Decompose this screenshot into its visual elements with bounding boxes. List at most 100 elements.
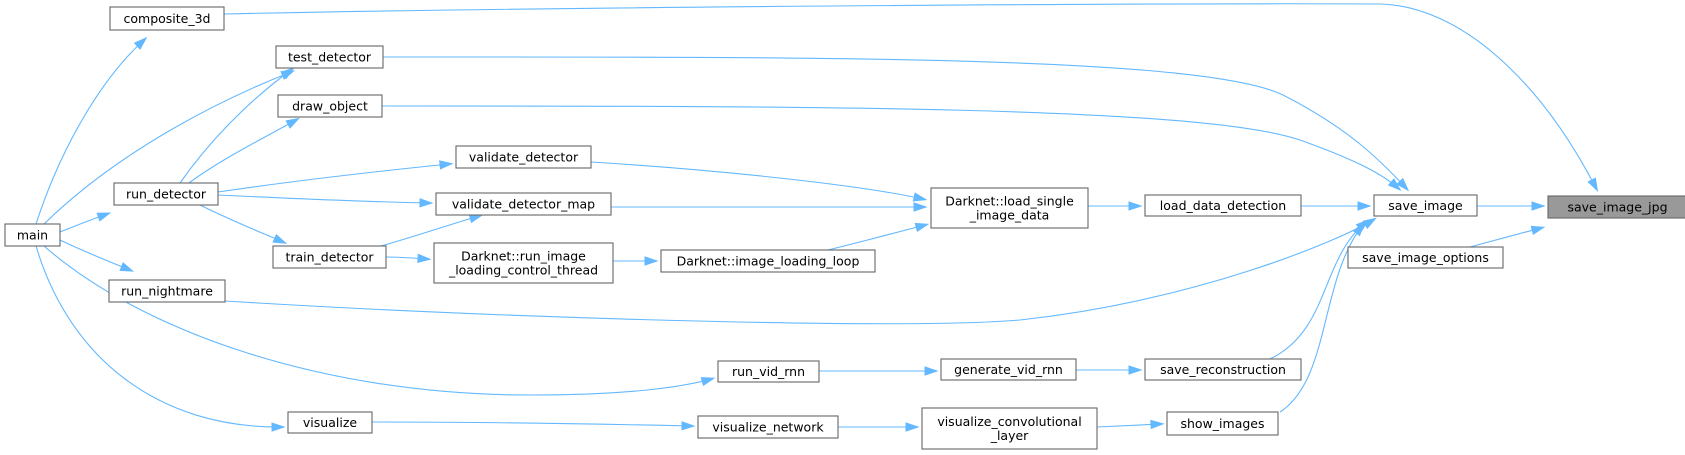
edge-main-to-composite_3d: [35, 36, 148, 225]
node-save-image-jpg[interactable]: save_image_jpg: [1547, 195, 1685, 219]
edge-visualize_convolutional_layer-to-show_images: [1096, 419, 1165, 430]
node-train-detector[interactable]: train_detector: [272, 245, 387, 269]
arrowhead-icon: [119, 262, 135, 272]
node-save-image[interactable]: save_image: [1373, 194, 1478, 217]
node-visualize-convolutional-layer[interactable]: visualize_convolutional_layer: [921, 407, 1098, 450]
node-label: run_nightmare: [121, 284, 213, 299]
arrowhead-icon: [700, 377, 716, 387]
edge-line: [223, 3, 1597, 189]
edge-main-to-run_nightmare: [59, 239, 135, 272]
arrowhead-icon: [468, 214, 484, 224]
edge-line: [224, 219, 1374, 325]
node-box: [921, 407, 1098, 450]
arrowhead-icon: [1387, 178, 1402, 192]
edge-run_detector-to-validate_detector: [217, 160, 454, 193]
arrowhead-icon: [272, 233, 288, 244]
edge-draw_object-to-save_image: [381, 105, 1402, 192]
node-label: visualize_convolutional: [937, 414, 1081, 429]
node-run-nightmare[interactable]: run_nightmare: [108, 279, 226, 303]
node-label: save_reconstruction: [1160, 362, 1286, 377]
node-test-detector[interactable]: test_detector: [275, 45, 384, 69]
node-label: save_image_options: [1362, 250, 1489, 265]
node-box: [433, 242, 614, 284]
arrowhead-icon: [924, 366, 939, 376]
node-run-detector[interactable]: run_detector: [113, 182, 219, 206]
node-box: [1547, 195, 1685, 219]
edge-visualize-to-visualize_network: [371, 421, 696, 431]
node-box: [940, 358, 1077, 381]
arrowhead-icon: [1128, 201, 1143, 211]
node-label: _loading_control_thread: [448, 263, 598, 278]
node-composite-3d[interactable]: composite_3d: [109, 6, 225, 31]
node-label: load_data_detection: [1160, 198, 1286, 213]
node-box: [108, 279, 226, 303]
node-box: [287, 411, 373, 434]
node-box: [455, 145, 592, 169]
node-box: [1144, 358, 1302, 381]
edge-load_single_image_data-to-load_data_detection: [1088, 201, 1143, 211]
node-load-single-image-data[interactable]: Darknet::load_single_image_data: [930, 187, 1089, 229]
edge-line: [43, 71, 292, 225]
edge-run_detector-to-draw_object: [188, 117, 301, 184]
edge-generate_vid_rnn-to-save_reconstruction: [1075, 365, 1143, 375]
arrowhead-icon: [644, 256, 659, 266]
node-box: [1166, 411, 1279, 436]
edge-run_vid_rnn-to-generate_vid_rnn: [818, 366, 939, 376]
node-label: draw_object: [292, 99, 368, 114]
node-box: [930, 187, 1089, 229]
node-image-loading-loop[interactable]: Darknet::image_loading_loop: [660, 249, 876, 273]
edge-save_reconstruction-to-save_image: [1269, 219, 1370, 360]
node-validate-detector-map[interactable]: validate_detector_map: [435, 192, 612, 216]
node-visualize-network[interactable]: visualize_network: [697, 415, 839, 439]
edge-save_image-to-save_image_jpg: [1477, 201, 1546, 211]
edge-line: [382, 56, 1407, 189]
edge-line: [1469, 227, 1542, 248]
edge-visualize_network-to-visualize_convolutional_layer: [838, 422, 920, 432]
edge-train_detector-to-validate_detector_map: [380, 214, 484, 247]
node-validate-detector[interactable]: validate_detector: [455, 145, 592, 169]
node-draw-object[interactable]: draw_object: [277, 94, 383, 118]
arrowhead-icon: [285, 117, 301, 129]
node-box: [660, 249, 876, 273]
node-label: train_detector: [285, 250, 374, 265]
node-box: [272, 245, 387, 269]
edge-line: [179, 69, 292, 184]
node-load-data-detection[interactable]: load_data_detection: [1144, 194, 1302, 217]
node-run-vid-rnn[interactable]: run_vid_rnn: [717, 360, 820, 383]
node-generate-vid-rnn[interactable]: generate_vid_rnn: [940, 358, 1077, 381]
arrowhead-icon: [419, 198, 434, 208]
edge-main-to-run_detector: [59, 212, 112, 233]
node-label: Darknet::load_single: [945, 194, 1074, 209]
node-save-image-options[interactable]: save_image_options: [1347, 246, 1504, 269]
edges-layer: [35, 3, 1599, 432]
node-visualize[interactable]: visualize: [287, 411, 373, 434]
arrowhead-icon: [681, 421, 696, 431]
arrowhead-icon: [1531, 201, 1546, 211]
edge-line: [43, 245, 712, 396]
node-label: composite_3d: [124, 11, 211, 26]
edge-main-to-run_vid_rnn: [43, 245, 716, 396]
node-run-image-loading-control-thread[interactable]: Darknet::run_image_loading_control_threa…: [433, 242, 614, 284]
arrowhead-icon: [439, 160, 454, 170]
edge-validate_detector-to-load_single_image_data: [590, 161, 928, 202]
edge-run_detector-to-test_detector: [179, 67, 295, 184]
node-label: validate_detector_map: [452, 197, 595, 212]
arrowhead-icon: [417, 253, 432, 264]
node-label: test_detector: [288, 50, 372, 65]
edge-line: [188, 119, 297, 184]
arrowhead-icon: [133, 36, 148, 50]
node-save-reconstruction[interactable]: save_reconstruction: [1144, 358, 1302, 381]
node-label: save_image_jpg: [1567, 200, 1667, 215]
edge-line: [217, 163, 450, 193]
arrowhead-icon: [1587, 177, 1599, 193]
node-label: visualize: [303, 415, 357, 430]
node-main[interactable]: main: [4, 223, 61, 247]
node-box: [717, 360, 820, 383]
edge-line: [371, 421, 692, 427]
node-label: Darknet::run_image: [461, 249, 586, 264]
edge-composite_3d-to-save_image_jpg: [223, 3, 1599, 193]
node-label: run_vid_rnn: [732, 364, 805, 379]
arrowhead-icon: [1396, 177, 1410, 192]
node-show-images[interactable]: show_images: [1166, 411, 1279, 436]
